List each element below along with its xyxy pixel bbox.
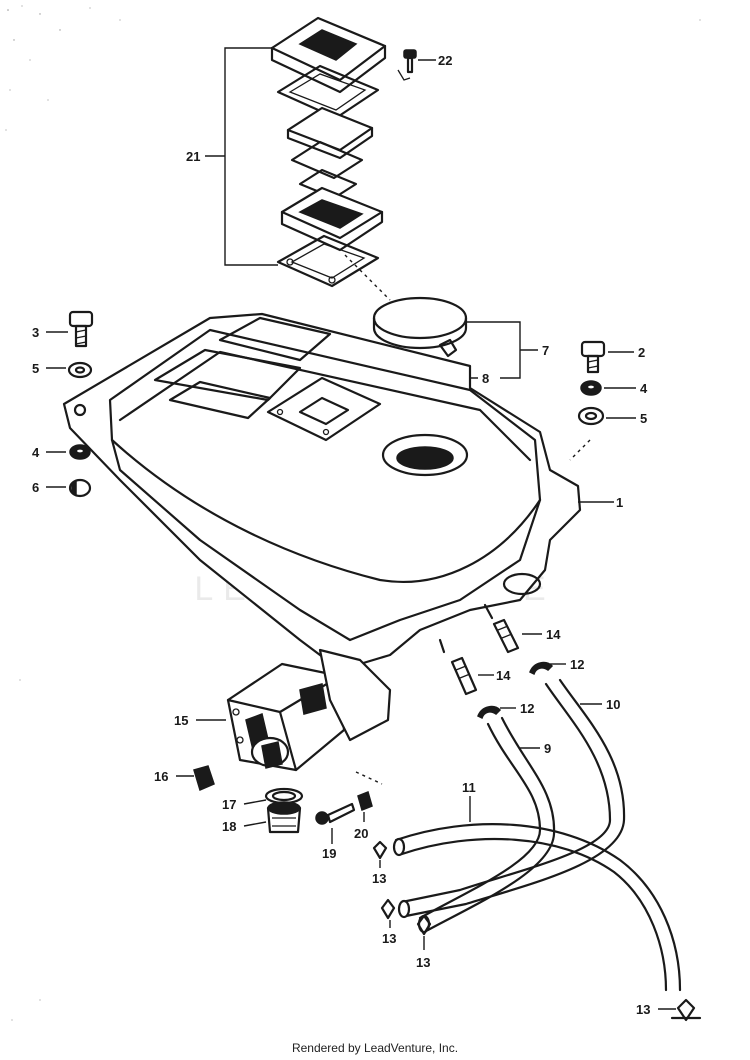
callout-9: 9 bbox=[544, 741, 551, 756]
callout-14-lower: 14 bbox=[496, 668, 511, 683]
guide-fuel-cock bbox=[355, 771, 383, 785]
callout-6: 6 bbox=[32, 480, 39, 495]
part-12-clamp-lower: 12 bbox=[477, 701, 534, 720]
callout-4-right: 4 bbox=[640, 381, 648, 396]
callout-16: 16 bbox=[154, 769, 168, 784]
callout-3: 3 bbox=[32, 325, 39, 340]
part-20-washer: 20 bbox=[354, 790, 373, 841]
callout-21: 21 bbox=[186, 149, 200, 164]
part-13-clip-a: 13 bbox=[372, 840, 388, 886]
part-14-fitting-lower: 14 bbox=[450, 656, 511, 696]
part-5-washer-right: 5 bbox=[577, 406, 647, 426]
callout-4-left: 4 bbox=[32, 445, 40, 460]
callout-13-d: 13 bbox=[636, 1002, 650, 1017]
guide-cap-to-tank bbox=[344, 254, 391, 301]
part-7-filler-cap: 7 bbox=[372, 296, 549, 379]
part-1-fuel-tank: 1 bbox=[62, 312, 623, 672]
part-16-plug: 16 bbox=[154, 765, 215, 792]
scan-noise bbox=[5, 5, 701, 1021]
part-18-filter-cup: 18 bbox=[222, 801, 302, 834]
callout-13-c: 13 bbox=[416, 955, 430, 970]
part-21-cap-assembly: 21 bbox=[186, 16, 387, 288]
part-3-bolt: 3 bbox=[32, 310, 94, 348]
part-14-fitting-upper: 14 bbox=[492, 618, 561, 654]
callout-15: 15 bbox=[174, 713, 188, 728]
footer-credit: Rendered by LeadVenture, Inc. bbox=[291, 1041, 459, 1055]
part-11-hose: 11 bbox=[392, 780, 682, 992]
part-10-hose: 10 bbox=[397, 678, 626, 919]
callout-19: 19 bbox=[322, 846, 336, 861]
guide-bolt2 bbox=[569, 439, 591, 461]
callout-10: 10 bbox=[606, 697, 620, 712]
part-22-screw: 22 bbox=[397, 49, 452, 81]
part-13-clip-d: 13 bbox=[636, 998, 702, 1022]
part-13-clip-b: 13 bbox=[380, 898, 396, 946]
part-4-grommet-left: 4 bbox=[32, 444, 91, 460]
part-15-fuel-cock: 15 bbox=[174, 648, 392, 772]
callout-13-a: 13 bbox=[372, 871, 386, 886]
callout-12-upper: 12 bbox=[570, 657, 584, 672]
callout-14-upper: 14 bbox=[546, 627, 561, 642]
callout-8: 8 bbox=[482, 371, 489, 386]
callout-7: 7 bbox=[542, 343, 549, 358]
callout-20: 20 bbox=[354, 826, 368, 841]
callout-22: 22 bbox=[438, 53, 452, 68]
callout-12-lower: 12 bbox=[520, 701, 534, 716]
part-2-bolt: 2 bbox=[580, 340, 645, 374]
callout-5-right: 5 bbox=[640, 411, 647, 426]
callout-17: 17 bbox=[222, 797, 236, 812]
callout-11: 11 bbox=[462, 780, 476, 795]
callout-2: 2 bbox=[638, 345, 645, 360]
callout-13-b: 13 bbox=[382, 931, 396, 946]
part-6-collar: 6 bbox=[32, 478, 92, 498]
part-13-clip-c: 13 bbox=[416, 914, 432, 970]
callout-1: 1 bbox=[616, 495, 623, 510]
callout-5-left: 5 bbox=[32, 361, 39, 376]
part-4-grommet-right: 4 bbox=[580, 380, 648, 396]
part-5-washer-left: 5 bbox=[32, 361, 93, 379]
callout-18: 18 bbox=[222, 819, 236, 834]
part-12-clamp-upper: 12 bbox=[529, 657, 584, 676]
part-19-screw: 19 bbox=[315, 802, 356, 861]
